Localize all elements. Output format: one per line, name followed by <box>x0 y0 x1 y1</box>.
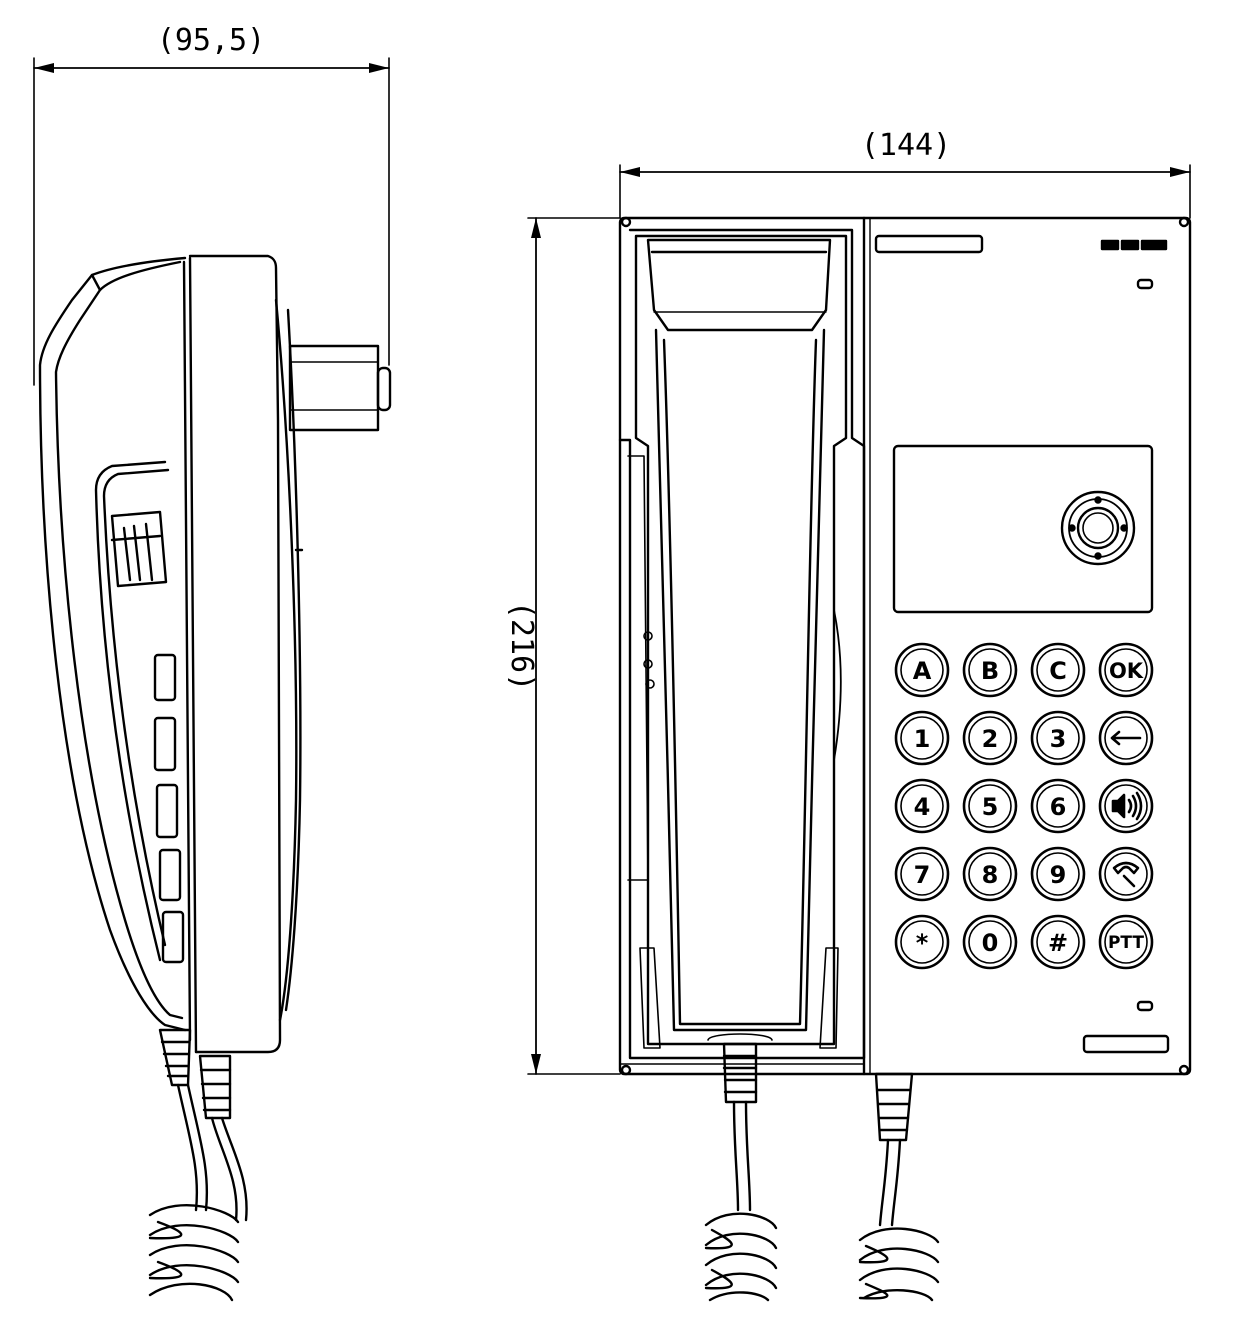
key-ptt: PTT <box>1098 914 1154 970</box>
key-1: 1 <box>894 710 950 766</box>
key-c: C <box>1030 642 1086 698</box>
key-2: 2 <box>962 710 1018 766</box>
depth-dimension: (95,5) <box>33 23 390 386</box>
key-4: 4 <box>894 778 950 834</box>
front-view: (144) (216) <box>504 128 1192 1302</box>
key-label: 8 <box>982 861 999 889</box>
side-handset <box>38 256 187 1032</box>
key-label: B <box>981 657 999 685</box>
display-window <box>892 444 1154 614</box>
bottom-mic-slot <box>1082 1034 1170 1054</box>
front-handset <box>618 228 866 1060</box>
key-label: PTT <box>1108 933 1144 953</box>
wall-mount-stub <box>288 344 392 432</box>
key-label: 1 <box>914 725 931 753</box>
hang-up-icon <box>1112 861 1140 888</box>
volume-knob <box>110 510 168 588</box>
key-label: C <box>1049 657 1067 685</box>
key-star: * <box>894 914 950 970</box>
key-a: A <box>894 642 950 698</box>
key-label: 5 <box>982 793 999 821</box>
key-label: 4 <box>914 793 931 821</box>
key-label: # <box>1048 929 1068 957</box>
indicator-light <box>1136 1000 1154 1012</box>
key-7: 7 <box>894 846 950 902</box>
height-dimension-label: (216) <box>504 601 539 691</box>
key-label: 9 <box>1050 861 1067 889</box>
key-5: 5 <box>962 778 1018 834</box>
speaker-icon <box>1111 791 1143 821</box>
side-base <box>182 254 304 1054</box>
status-leds <box>1100 239 1168 251</box>
width-dimension-label: (144) <box>861 128 951 163</box>
camera-lens-icon <box>1060 490 1136 566</box>
key-0: 0 <box>962 914 1018 970</box>
front-panel <box>874 234 1170 1054</box>
key-speaker <box>1098 778 1154 834</box>
width-dimension: (144) <box>619 128 1191 219</box>
key-3: 3 <box>1030 710 1086 766</box>
key-hash: # <box>1030 914 1086 970</box>
key-6: 6 <box>1030 778 1086 834</box>
key-hang-up <box>1098 846 1154 902</box>
indicator-light <box>1136 278 1154 290</box>
side-cords <box>148 1028 248 1302</box>
front-cords <box>704 1042 940 1302</box>
key-b: B <box>962 642 1018 698</box>
side-view: (95,5) <box>33 23 392 1302</box>
key-9: 9 <box>1030 846 1086 902</box>
side-keys <box>153 653 185 964</box>
key-8: 8 <box>962 846 1018 902</box>
keypad: A B C OK 1 2 3 4 5 6 7 8 9 * 0 # PTT <box>894 642 1154 970</box>
key-label: 2 <box>982 725 999 753</box>
key-label: 3 <box>1050 725 1067 753</box>
key-label: OK <box>1109 659 1144 683</box>
key-ok: OK <box>1098 642 1154 698</box>
key-label: 6 <box>1050 793 1067 821</box>
key-label: 0 <box>982 929 999 957</box>
depth-dimension-label: (95,5) <box>157 23 265 58</box>
height-dimension: (216) <box>504 217 621 1075</box>
key-label: A <box>913 657 932 685</box>
back-arrow-icon <box>1110 730 1142 746</box>
key-label: 7 <box>914 861 931 889</box>
key-label: * <box>916 929 929 957</box>
key-back-arrow <box>1098 710 1154 766</box>
top-speaker-slot <box>874 234 984 254</box>
